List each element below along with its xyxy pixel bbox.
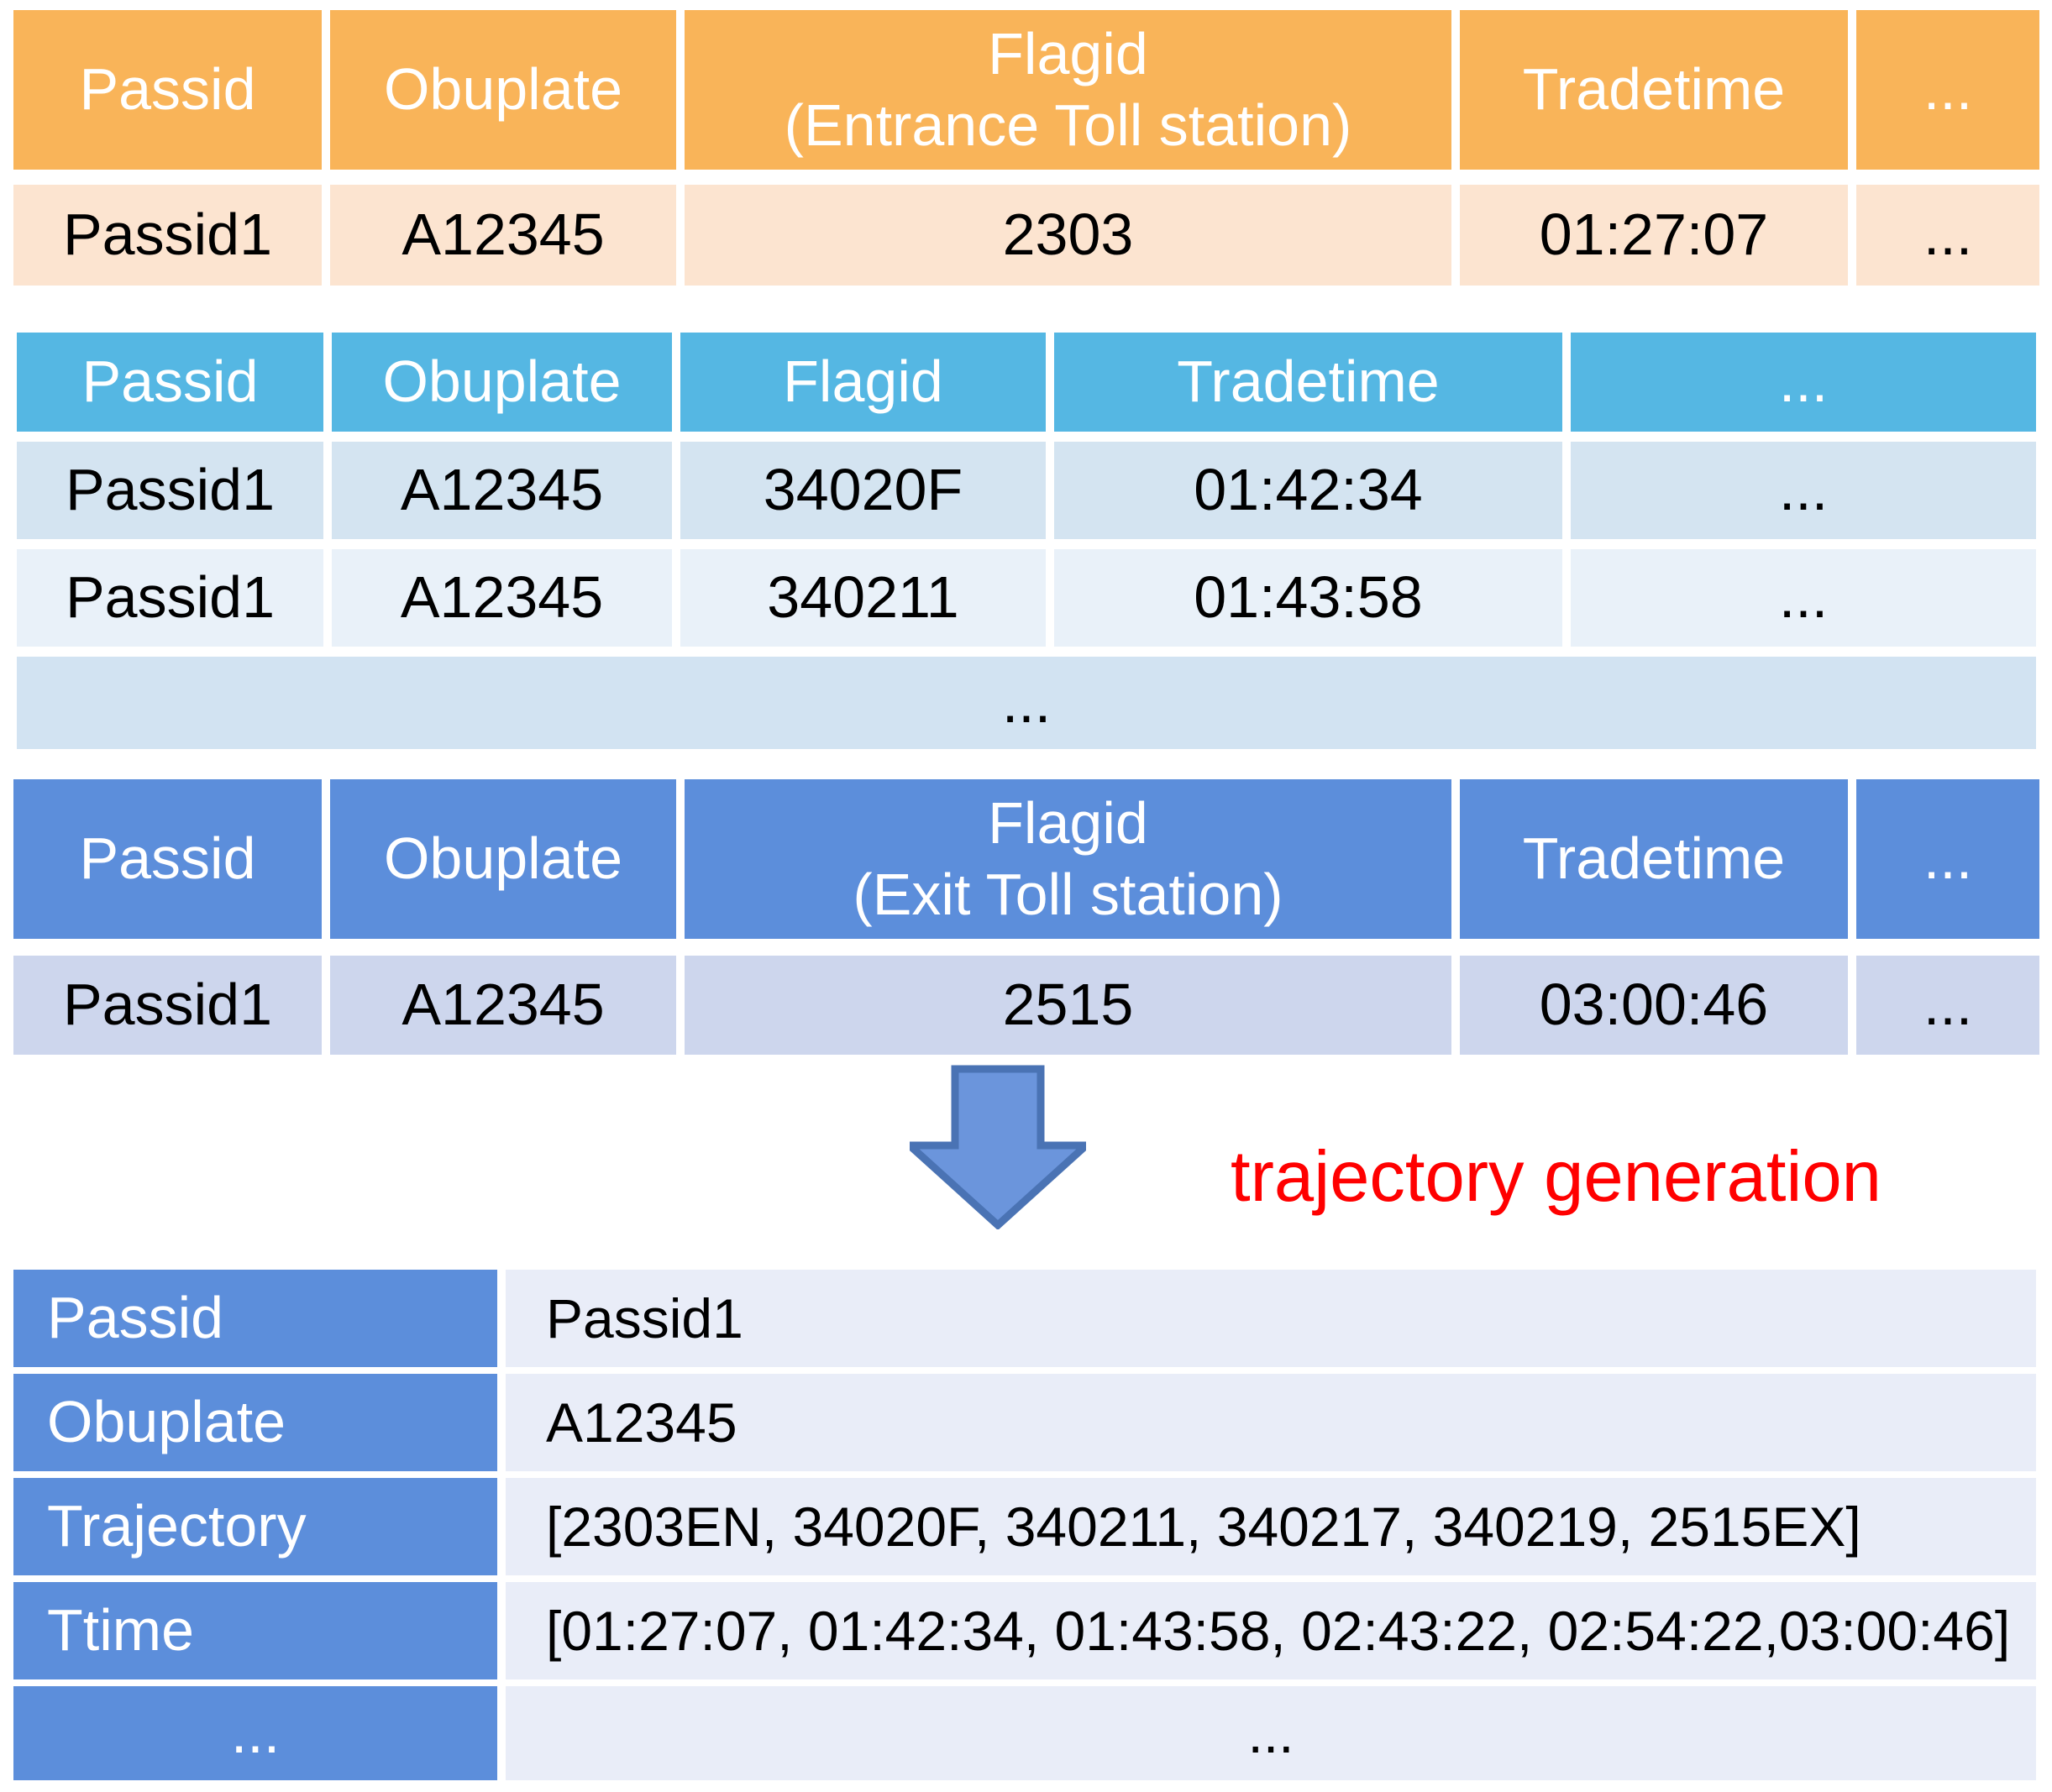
cell-passid: Passid1 [13, 956, 322, 1055]
row-label-obuplate: Obuplate [13, 1374, 497, 1471]
header-cell-flagid: Flagid [680, 333, 1046, 432]
row-label-trajectory: Trajectory [13, 1478, 497, 1575]
cell-obuplate: A12345 [332, 549, 672, 647]
cell-obuplate: A12345 [332, 442, 672, 539]
header-cell-flagid-entrance: Flagid (Entrance Toll station) [685, 10, 1451, 170]
header-cell-tradetime: Tradetime [1054, 333, 1562, 432]
row-value-passid: Passid1 [506, 1270, 2036, 1367]
row-label-passid: Passid [13, 1270, 497, 1367]
cell-passid: Passid1 [13, 185, 322, 286]
row-value-trajectory: [2303EN, 34020F, 340211, 340217, 340219,… [506, 1478, 2036, 1575]
cell-ellipsis: ... [1856, 185, 2039, 286]
header-cell-ellipsis: ... [1856, 779, 2039, 939]
cell-flagid: 340211 [680, 549, 1046, 647]
cell-obuplate: A12345 [330, 956, 676, 1055]
cell-ellipsis: ... [1571, 442, 2036, 539]
header-cell-tradetime: Tradetime [1460, 10, 1848, 170]
entrance-records-table: Passid Obuplate Flagid (Entrance Toll st… [13, 10, 2039, 286]
cell-tradetime: 03:00:46 [1460, 956, 1848, 1055]
header-cell-obuplate: Obuplate [330, 779, 676, 939]
row-label-ellipsis: ... [13, 1686, 497, 1780]
header-cell-ellipsis: ... [1856, 10, 2039, 170]
cell-ellipsis: ... [1856, 956, 2039, 1055]
cell-flagid: 34020F [680, 442, 1046, 539]
exit-records-table: Passid Obuplate Flagid (Exit Toll statio… [13, 779, 2039, 1055]
cell-tradetime: 01:43:58 [1054, 549, 1562, 647]
more-rows-ellipsis: ... [17, 657, 2036, 749]
header-cell-passid: Passid [13, 779, 322, 939]
cell-passid: Passid1 [17, 549, 323, 647]
row-value-ttime: [01:27:07, 01:42:34, 01:43:58, 02:43:22,… [506, 1582, 2036, 1679]
header-cell-tradetime: Tradetime [1460, 779, 1848, 939]
row-value-ellipsis: ... [506, 1686, 2036, 1780]
cell-passid: Passid1 [17, 442, 323, 539]
header-cell-ellipsis: ... [1571, 333, 2036, 432]
header-cell-passid: Passid [13, 10, 322, 170]
row-label-ttime: Ttime [13, 1582, 497, 1679]
cell-flagid: 2303 [685, 185, 1451, 286]
header-cell-obuplate: Obuplate [330, 10, 676, 170]
cell-tradetime: 01:27:07 [1460, 185, 1848, 286]
gantry-records-table: Passid Obuplate Flagid Tradetime ... Pas… [17, 333, 2036, 749]
trajectory-result-table: Passid Passid1 Obuplate A12345 Trajector… [13, 1270, 2036, 1780]
cell-ellipsis: ... [1571, 549, 2036, 647]
header-cell-passid: Passid [17, 333, 323, 432]
row-value-obuplate: A12345 [506, 1374, 2036, 1471]
cell-tradetime: 01:42:34 [1054, 442, 1562, 539]
down-arrow-icon [910, 1065, 1086, 1229]
header-cell-obuplate: Obuplate [332, 333, 672, 432]
cell-obuplate: A12345 [330, 185, 676, 286]
cell-flagid: 2515 [685, 956, 1451, 1055]
trajectory-generation-label: trajectory generation [1231, 1137, 1881, 1217]
header-cell-flagid-exit: Flagid (Exit Toll station) [685, 779, 1451, 939]
